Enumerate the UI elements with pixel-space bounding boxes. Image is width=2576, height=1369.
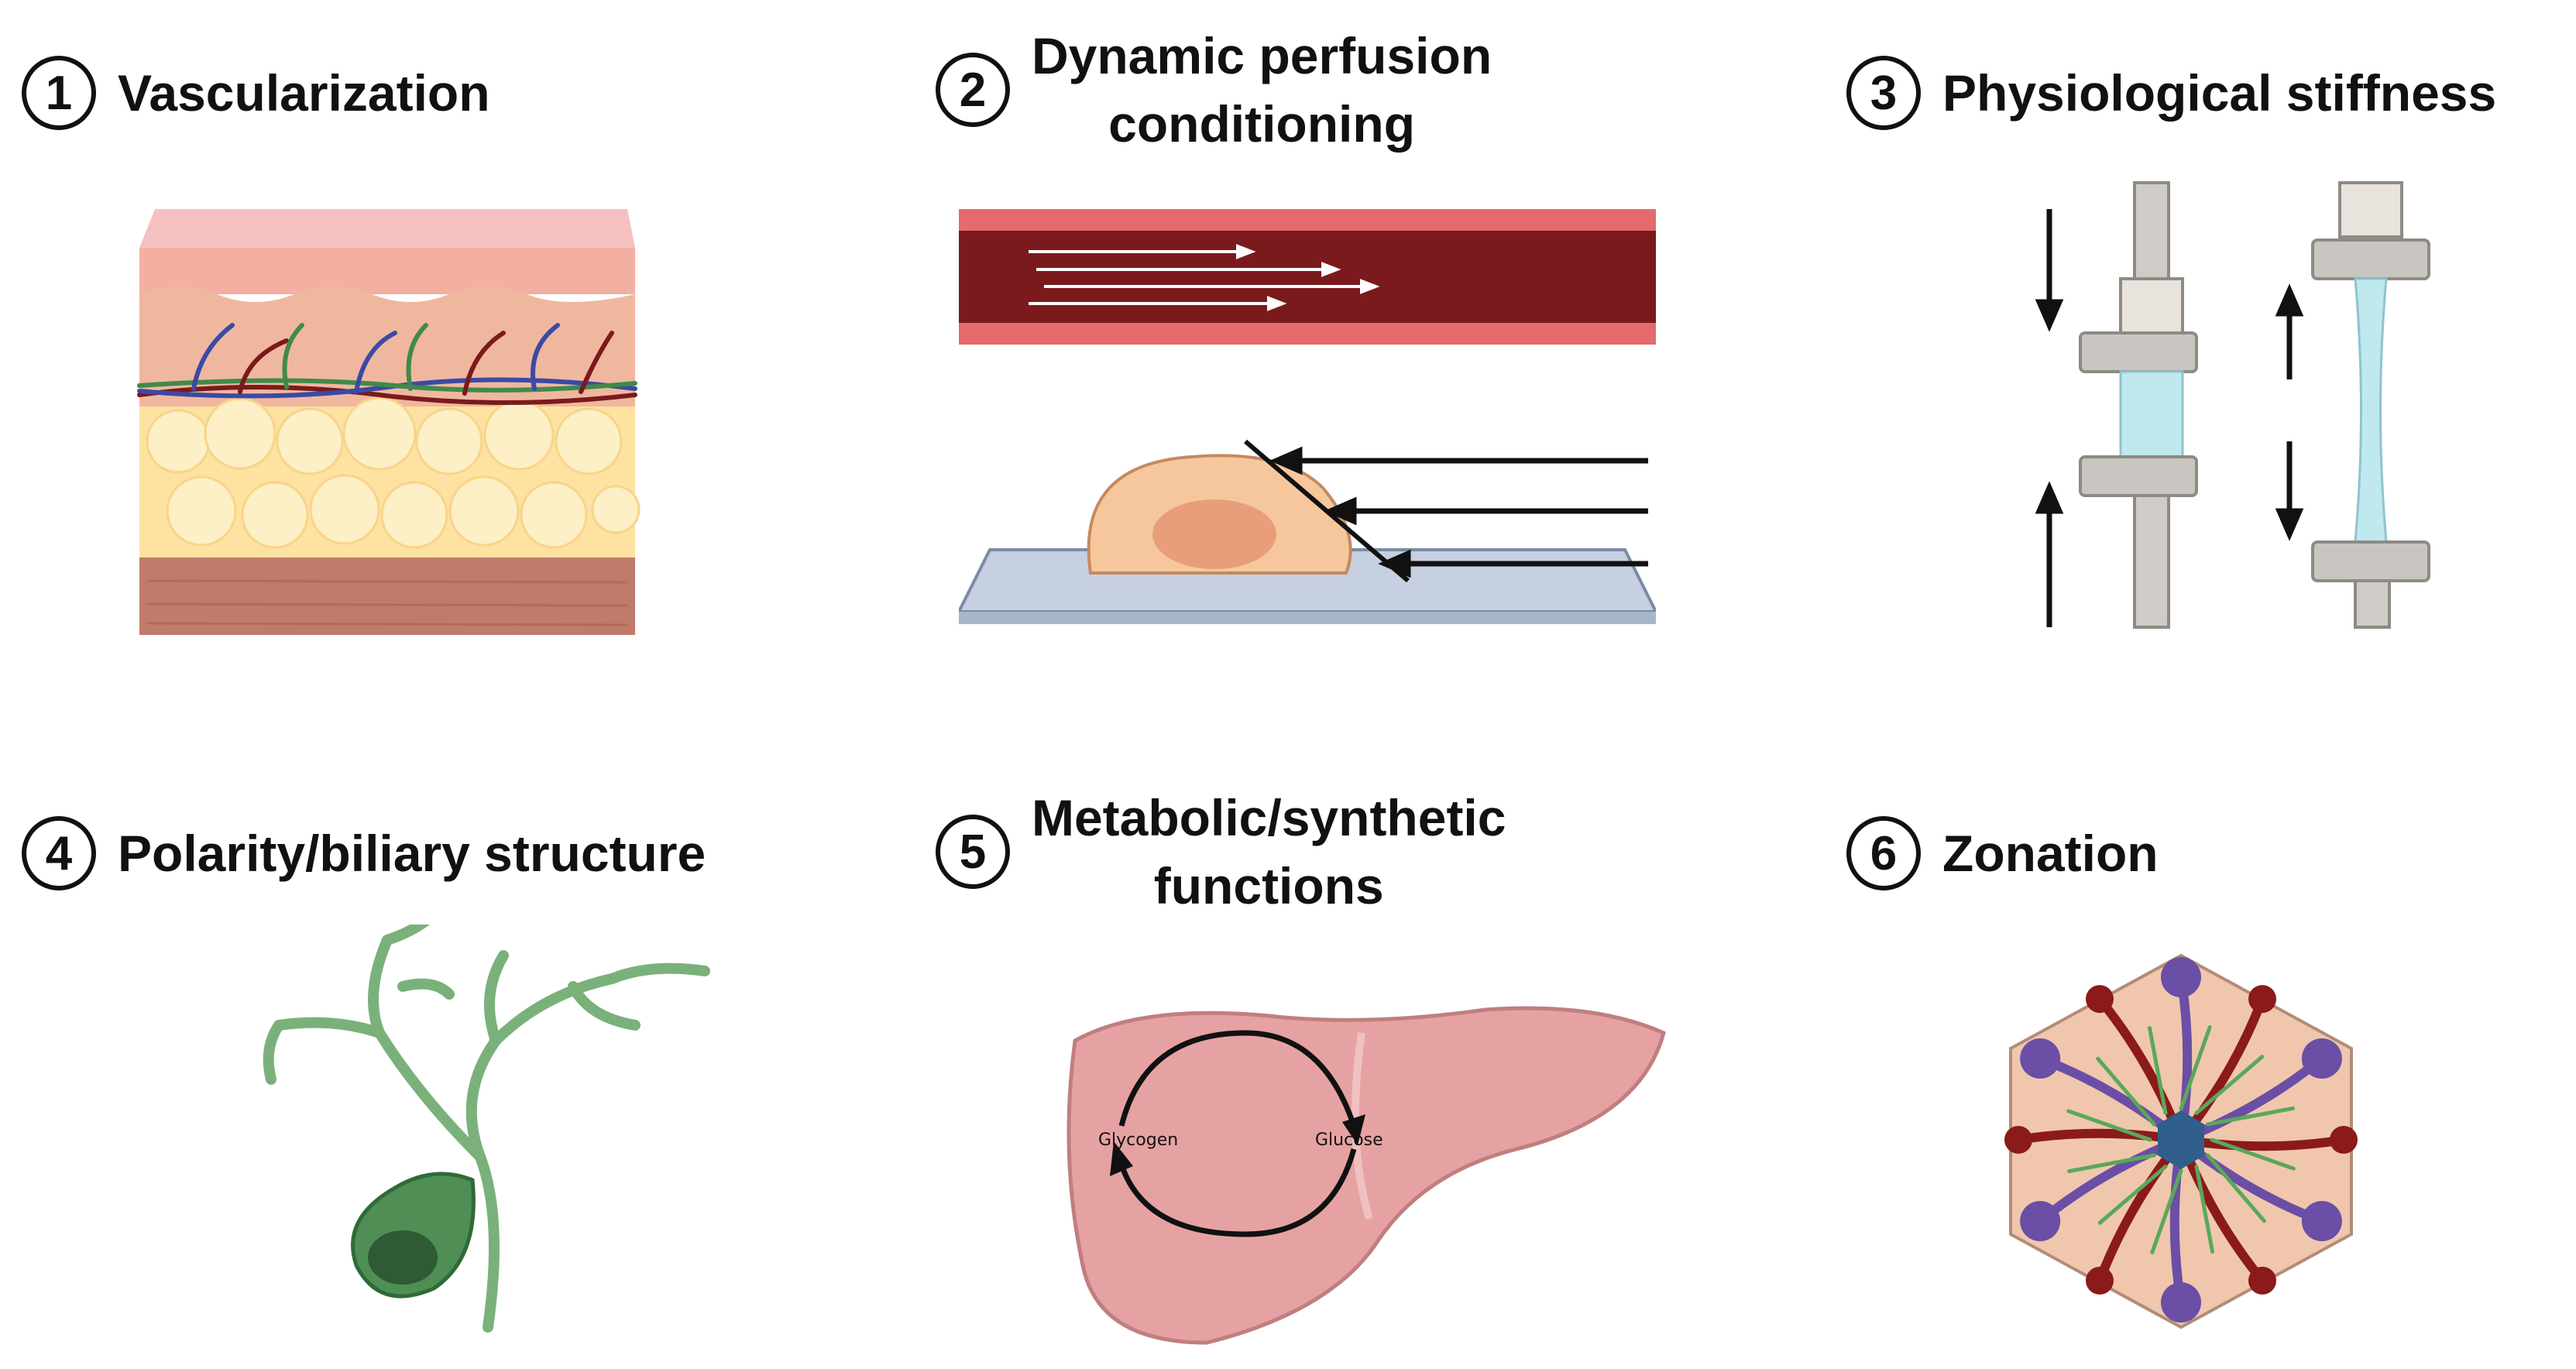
biliary-tree-gallbladder-icon [263, 925, 710, 1333]
panel-polarity-biliary: 4 Polarity/biliary structure [0, 684, 858, 1369]
panel-zonation: 6 Zonation [1716, 684, 2574, 1369]
lobule-portal-node [2086, 1266, 2114, 1295]
lobule-portal-node [2248, 1266, 2276, 1295]
panel-dynamic-perfusion: 2 Dynamic perfusion conditioning [858, 0, 1716, 684]
panel-vascularization: 1 Vascularization [0, 0, 858, 684]
panel-header: 4 Polarity/biliary structure [22, 816, 706, 890]
step-number-badge: 6 [1846, 816, 1921, 890]
panel-physiological-stiffness: 3 Physiological stiffness [1716, 0, 2574, 684]
step-number-badge: 5 [936, 815, 1010, 889]
panel-header: 3 Physiological stiffness [1846, 56, 2496, 130]
glucose-label: Glucose [1315, 1131, 1383, 1150]
lobule-portal-node [2301, 1201, 2342, 1241]
step-number-badge: 2 [936, 53, 1010, 127]
panel-title: Zonation [1942, 825, 2159, 882]
lobule-portal-node [2020, 1201, 2061, 1241]
lobule-portal-node [2086, 985, 2114, 1014]
lobule-portal-node [2161, 957, 2201, 997]
panel-metabolic-synthetic: 5 Metabolic/synthetic functions Glycogen… [858, 684, 1716, 1369]
compression-tension-tester-icon [2035, 181, 2430, 629]
panel-header: 6 Zonation [1846, 816, 2159, 890]
panel-header: 5 Metabolic/synthetic functions [936, 784, 1506, 920]
lobule-portal-node [2020, 1038, 2061, 1079]
lobule-portal-node [2301, 1038, 2342, 1079]
flow-shear-stress-icon [959, 209, 1656, 624]
panel-header: 2 Dynamic perfusion conditioning [936, 22, 1492, 158]
lobule-portal-node [2330, 1126, 2358, 1154]
panel-title: Polarity/biliary structure [118, 825, 706, 882]
step-number-badge: 3 [1846, 56, 1921, 130]
lobule-portal-node [2161, 1282, 2201, 1323]
liver-glycogen-cycle-icon: Glycogen Glucose [1066, 1006, 1666, 1345]
panel-title-line-1: Metabolic/synthetic [1032, 789, 1506, 846]
panel-title-line-2: functions [1153, 857, 1384, 914]
skin-tissue-vascular-network-icon [137, 209, 641, 635]
panel-title: Physiological stiffness [1942, 64, 2497, 122]
step-number-badge: 1 [22, 56, 96, 130]
panel-title-line-1: Dynamic perfusion [1032, 27, 1492, 84]
panel-title: Vascularization [118, 64, 490, 122]
panel-title: Metabolic/synthetic functions [1032, 784, 1506, 920]
step-number-badge: 4 [22, 816, 96, 890]
glycogen-label: Glycogen [1098, 1131, 1178, 1150]
lobule-portal-node [2004, 1126, 2032, 1154]
lobule-portal-node [2248, 985, 2276, 1014]
panel-title-line-2: conditioning [1108, 95, 1416, 153]
panel-header: 1 Vascularization [22, 56, 490, 130]
hepatic-lobule-icon [2004, 953, 2358, 1330]
panel-title: Dynamic perfusion conditioning [1032, 22, 1492, 158]
